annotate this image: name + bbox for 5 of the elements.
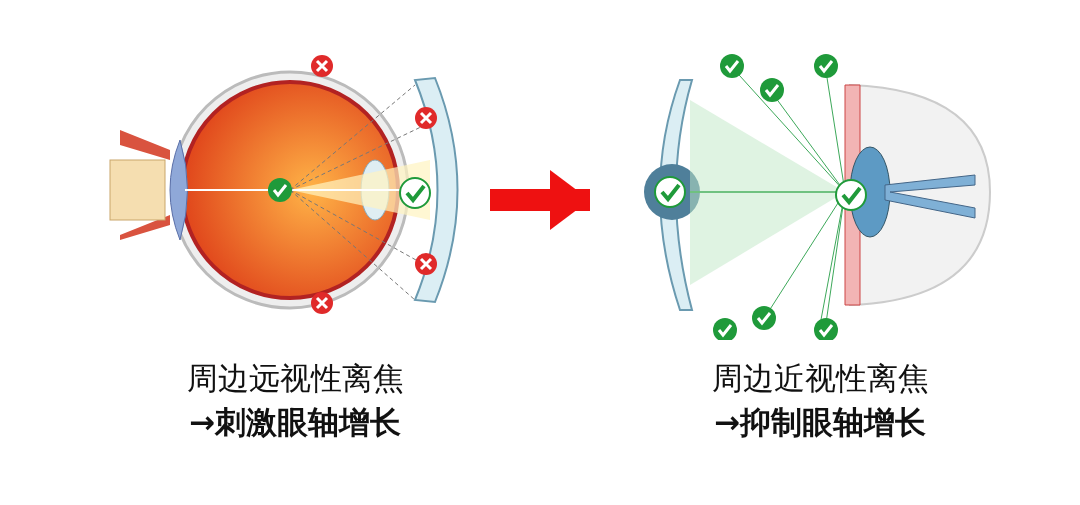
- arrow: [490, 170, 590, 230]
- caption-text: 周边近视性离焦: [711, 359, 929, 398]
- caption-text: 周边远视性离焦: [186, 359, 404, 398]
- effect-text: →刺激眼轴增长: [189, 403, 401, 442]
- effect-text: →抑制眼轴增长: [714, 403, 926, 442]
